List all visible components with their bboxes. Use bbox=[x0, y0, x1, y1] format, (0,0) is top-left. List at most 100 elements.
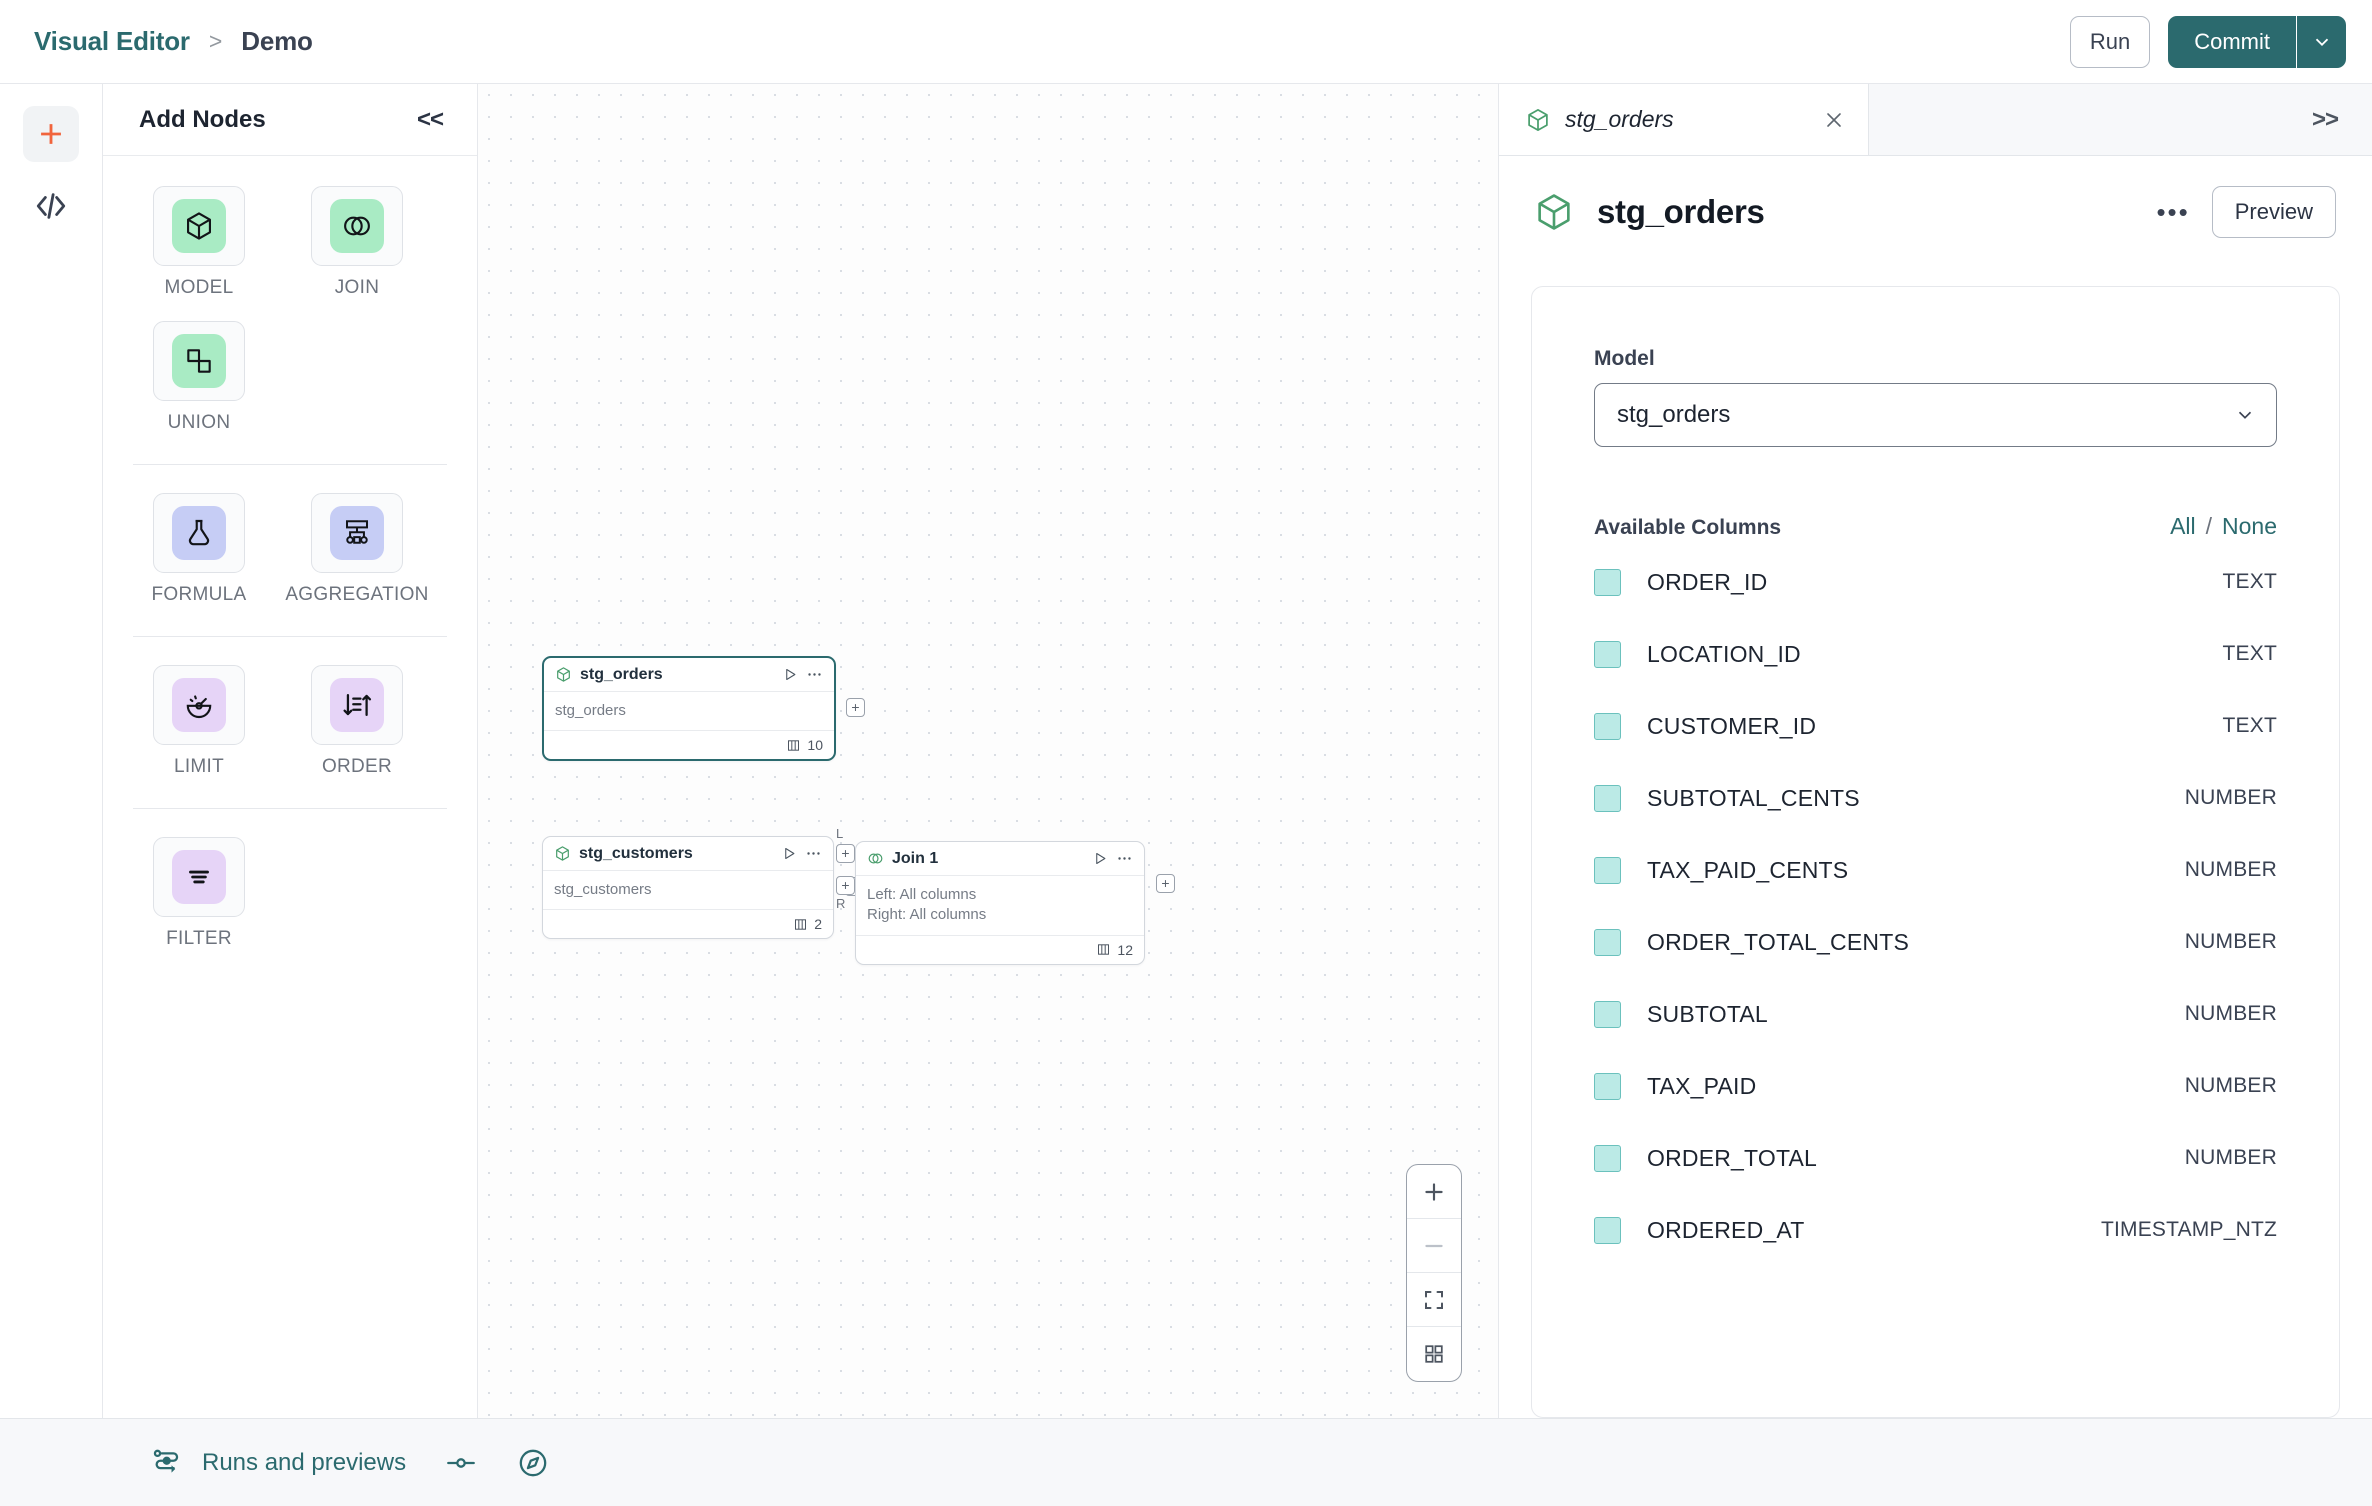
tab-stg-orders[interactable]: stg_orders bbox=[1499, 84, 1869, 155]
node-title: Join 1 bbox=[892, 849, 939, 867]
node-tile-label: MODEL bbox=[164, 277, 234, 298]
node-tile-label: FILTER bbox=[166, 928, 232, 949]
panel-menu-button[interactable]: ••• bbox=[2156, 196, 2190, 227]
available-columns-header: Available Columns All / None bbox=[1594, 513, 2277, 540]
node-column-count: 12 bbox=[1117, 941, 1133, 958]
graph-canvas[interactable]: stg_orders stg_orders 10 + bbox=[478, 84, 1499, 1418]
flask-icon bbox=[188, 519, 210, 546]
select-none-link[interactable]: None bbox=[2222, 513, 2277, 539]
column-row[interactable]: LOCATION_ID TEXT bbox=[1594, 618, 2277, 690]
node-tile-formula[interactable]: FORMULA bbox=[131, 493, 267, 606]
layout-grid-button[interactable] bbox=[1407, 1327, 1461, 1381]
breadcrumb-root[interactable]: Visual Editor bbox=[34, 26, 190, 56]
graph-node-stg-orders[interactable]: stg_orders stg_orders 10 + bbox=[542, 656, 865, 762]
columns-icon bbox=[795, 919, 807, 930]
zoom-out-icon bbox=[1425, 1244, 1443, 1247]
collapse-panel-icon[interactable]: << bbox=[416, 105, 444, 133]
column-row[interactable]: ORDERED_AT TIMESTAMP_NTZ bbox=[1594, 1194, 2277, 1266]
column-checkbox[interactable] bbox=[1594, 928, 1621, 956]
node-body: stg_orders bbox=[544, 692, 834, 732]
node-tile-label: ORDER bbox=[321, 756, 393, 777]
column-checkbox[interactable] bbox=[1594, 1072, 1621, 1100]
column-row[interactable]: ORDER_ID TEXT bbox=[1594, 546, 2277, 618]
join-left-input-port[interactable]: + bbox=[836, 844, 855, 863]
column-row[interactable]: ORDER_TOTAL_CENTS NUMBER bbox=[1594, 906, 2277, 978]
column-name: SUBTOTAL bbox=[1647, 1000, 1768, 1027]
node-column-count: 10 bbox=[807, 737, 823, 754]
node-body-line-right: Right: All columns bbox=[867, 906, 987, 924]
node-tile-limit[interactable]: LIMIT bbox=[131, 665, 267, 778]
node-menu-icon[interactable] bbox=[806, 666, 823, 683]
expand-panel-icon[interactable]: >> bbox=[2311, 105, 2339, 133]
column-checkbox[interactable] bbox=[1594, 1000, 1621, 1028]
model-select[interactable]: stg_orders bbox=[1594, 383, 2277, 447]
node-menu-icon[interactable] bbox=[1116, 850, 1133, 867]
preview-button[interactable]: Preview bbox=[2211, 186, 2336, 238]
node-footer: 2 bbox=[543, 910, 833, 938]
column-name: ORDER_TOTAL_CENTS bbox=[1647, 928, 1909, 955]
limit-icon-chip bbox=[172, 678, 226, 732]
model-icon-chip bbox=[172, 199, 226, 253]
column-type: NUMBER bbox=[2184, 1074, 2277, 1097]
column-row[interactable]: TAX_PAID NUMBER bbox=[1594, 1050, 2277, 1122]
column-checkbox[interactable] bbox=[1594, 784, 1621, 812]
graph-node-join-1[interactable]: Join 1 Left: All columns Right: All colu… bbox=[836, 826, 1175, 965]
node-output-port[interactable]: + bbox=[1156, 874, 1175, 893]
node-run-icon[interactable] bbox=[783, 667, 798, 682]
zoom-in-icon bbox=[1425, 1182, 1443, 1201]
column-row[interactable]: TAX_PAID_CENTS NUMBER bbox=[1594, 834, 2277, 906]
node-tile-filter[interactable]: FILTER bbox=[131, 837, 267, 950]
column-checkbox[interactable] bbox=[1594, 1144, 1621, 1172]
node-tile-order[interactable]: ORDER bbox=[289, 665, 425, 778]
runs-and-previews-button[interactable]: Runs and previews bbox=[150, 1446, 406, 1480]
node-tile-aggregation[interactable]: AGGREGATION bbox=[285, 493, 428, 606]
node-tile-model[interactable]: MODEL bbox=[131, 186, 267, 299]
join-right-port-label: R bbox=[836, 896, 846, 911]
node-menu-icon[interactable] bbox=[805, 845, 822, 862]
code-rail-button[interactable] bbox=[23, 178, 79, 234]
select-all-link[interactable]: All bbox=[2170, 513, 2196, 539]
node-body: Left: All columns Right: All columns bbox=[856, 876, 1144, 936]
tab-close-button[interactable] bbox=[1822, 108, 1846, 132]
column-checkbox[interactable] bbox=[1594, 856, 1621, 884]
filter-icon bbox=[189, 870, 209, 884]
cube-icon bbox=[557, 667, 570, 682]
column-row[interactable]: SUBTOTAL_CENTS NUMBER bbox=[1594, 762, 2277, 834]
column-checkbox[interactable] bbox=[1594, 712, 1621, 740]
commit-button[interactable]: Commit bbox=[2168, 15, 2296, 68]
commit-dropdown-button[interactable] bbox=[2296, 15, 2346, 68]
column-name: SUBTOTAL_CENTS bbox=[1647, 784, 1860, 811]
node-header: stg_orders bbox=[544, 658, 834, 692]
node-run-icon[interactable] bbox=[782, 846, 797, 861]
slider-toggle-button[interactable] bbox=[444, 1446, 478, 1480]
breadcrumb-current[interactable]: Demo bbox=[241, 26, 313, 56]
column-name: TAX_PAID bbox=[1647, 1072, 1757, 1099]
cube-icon bbox=[187, 212, 211, 240]
run-button[interactable]: Run bbox=[2069, 15, 2151, 68]
fit-view-button[interactable] bbox=[1407, 1273, 1461, 1327]
join-right-input-port[interactable]: + bbox=[836, 876, 855, 895]
node-run-icon[interactable] bbox=[1093, 851, 1108, 866]
column-row[interactable]: ORDER_TOTAL NUMBER bbox=[1594, 1122, 2277, 1194]
column-checkbox[interactable] bbox=[1594, 640, 1621, 668]
column-checkbox[interactable] bbox=[1594, 1216, 1621, 1244]
column-checkbox[interactable] bbox=[1594, 568, 1621, 596]
node-tile-label: UNION bbox=[167, 412, 231, 433]
node-tile-join[interactable]: JOIN bbox=[289, 186, 425, 299]
add-node-rail-button[interactable] bbox=[23, 106, 79, 162]
zoom-in-button[interactable] bbox=[1407, 1165, 1461, 1219]
column-row[interactable]: SUBTOTAL NUMBER bbox=[1594, 978, 2277, 1050]
columns-icon bbox=[1098, 944, 1110, 955]
aggregation-icon-chip bbox=[330, 506, 384, 560]
node-tile-union[interactable]: UNION bbox=[131, 321, 267, 434]
node-body-line: stg_customers bbox=[554, 881, 652, 898]
slider-toggle-icon bbox=[447, 1457, 475, 1468]
divider bbox=[133, 636, 447, 637]
fit-view-icon bbox=[1425, 1290, 1443, 1309]
node-output-port[interactable]: + bbox=[846, 698, 865, 717]
column-name: ORDER_ID bbox=[1647, 568, 1768, 595]
graph-node-stg-customers[interactable]: stg_customers stg_customers 2 + bbox=[542, 836, 864, 940]
compass-button[interactable] bbox=[516, 1446, 550, 1480]
zoom-out-button[interactable] bbox=[1407, 1219, 1461, 1273]
column-row[interactable]: CUSTOMER_ID TEXT bbox=[1594, 690, 2277, 762]
